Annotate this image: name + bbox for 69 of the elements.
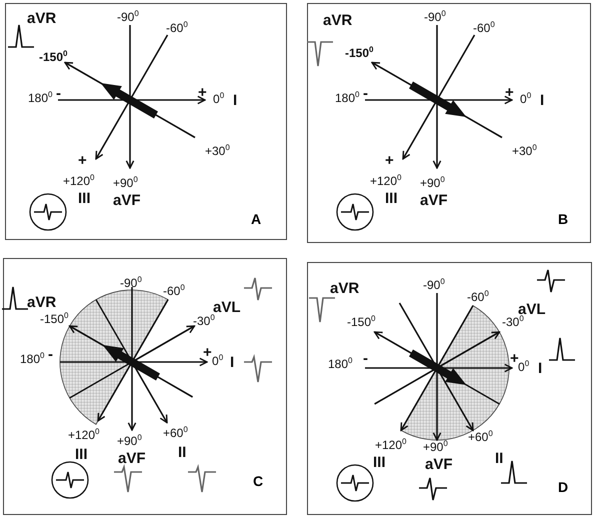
- lead-name: II: [178, 444, 186, 461]
- lead-name: aVF: [113, 192, 141, 209]
- polarity-sign: +: [78, 153, 87, 168]
- lead-name: aVF: [425, 456, 453, 473]
- angle-label: 180$^{0}$: [20, 352, 44, 366]
- panel-letter: C: [253, 473, 264, 489]
- polarity-sign: -: [56, 86, 61, 101]
- lead-name: III: [78, 190, 91, 207]
- panel-frame: [5, 3, 287, 240]
- lead-name: I: [233, 92, 238, 109]
- angle-label: 0$^{0}$: [213, 92, 224, 106]
- polarity-sign: -: [363, 351, 368, 366]
- angle-label: 180$^{0}$: [28, 91, 52, 105]
- angle-label: +90$^{0}$: [113, 176, 138, 190]
- angle-label: +90$^{0}$: [117, 434, 142, 448]
- polarity-sign: +: [203, 345, 212, 360]
- lead-name: aVR: [27, 294, 56, 311]
- polarity-sign: +: [198, 85, 207, 100]
- angle-label: -30$^{0}$: [502, 315, 524, 329]
- angle-label: -60$^{0}$: [467, 290, 489, 304]
- angle-label: +120$^{0}$: [375, 438, 406, 452]
- angle-label: +120$^{0}$: [370, 174, 402, 188]
- lead-name: I: [538, 360, 542, 377]
- angle-label: +120$^{0}$: [68, 428, 100, 442]
- angle-label: +60$^{0}$: [468, 430, 493, 444]
- angle-label: 180$^{0}$: [328, 357, 352, 371]
- angle-label: -90$^{0}$: [424, 10, 446, 24]
- angle-label: 0$^{0}$: [212, 354, 224, 368]
- lead-name: I: [540, 92, 544, 109]
- angle-label: 180$^{0}$: [335, 91, 360, 105]
- angle-label: -30$^{0}$: [193, 314, 215, 328]
- polarity-sign: -: [363, 86, 368, 101]
- polarity-sign: +: [385, 153, 394, 168]
- angle-label: 0$^{0}$: [520, 92, 532, 106]
- angle-label: -150$^{0}$: [345, 46, 374, 60]
- angle-label: -60$^{0}$: [166, 21, 188, 35]
- angle-label: -90$^{0}$: [423, 278, 445, 292]
- lead-name: I: [230, 354, 234, 371]
- lead-name: aVR: [27, 10, 56, 27]
- polarity-sign: -: [48, 347, 53, 362]
- lead-name: II: [495, 450, 504, 467]
- angle-label: -150$^{0}$: [347, 315, 376, 329]
- polarity-sign: +: [510, 351, 519, 366]
- angle-label: +120$^{0}$: [63, 174, 94, 188]
- panel-letter: B: [558, 211, 568, 227]
- angle-label: -150$^{0}$: [39, 50, 68, 64]
- angle-label: +30$^{0}$: [205, 144, 230, 158]
- panel-letter: D: [558, 479, 568, 495]
- angle-label: +90$^{0}$: [423, 440, 448, 454]
- panel-letter: A: [251, 211, 262, 227]
- angle-label: +30$^{0}$: [512, 144, 537, 158]
- lead-name: aVL: [213, 299, 241, 316]
- angle-label: -90$^{0}$: [117, 10, 139, 24]
- lead-name: III: [373, 454, 386, 471]
- angle-label: 0$^{0}$: [518, 360, 530, 374]
- angle-label: +60$^{0}$: [163, 426, 188, 440]
- lead-name: aVR: [330, 280, 360, 297]
- panel-frame: [307, 3, 591, 243]
- angle-label: -60$^{0}$: [163, 284, 185, 298]
- angle-label: -90$^{0}$: [120, 276, 142, 290]
- lead-name: aVF: [118, 450, 146, 467]
- angle-label: -150$^{0}$: [40, 312, 68, 326]
- lead-name: III: [385, 190, 398, 207]
- polarity-sign: +: [505, 85, 514, 100]
- angle-label: +90$^{0}$: [420, 176, 445, 190]
- angle-label: -60$^{0}$: [473, 21, 495, 35]
- lead-name: aVR: [323, 12, 352, 29]
- lead-name: III: [75, 446, 88, 463]
- lead-name: aVF: [420, 192, 448, 209]
